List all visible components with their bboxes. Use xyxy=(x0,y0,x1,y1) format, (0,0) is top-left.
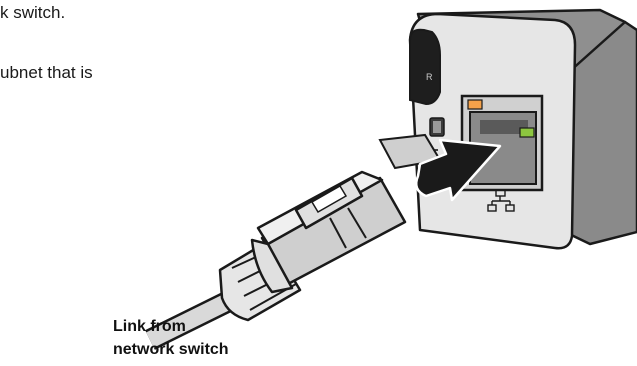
insert-arrow-icon xyxy=(415,138,502,202)
body-text-line-1: k switch. xyxy=(0,3,66,22)
rj45-connector xyxy=(250,170,407,294)
device-recess-mark: R xyxy=(426,72,433,82)
caption-line-2: network switch xyxy=(113,341,229,358)
port-contacts xyxy=(480,120,528,134)
cable-fill xyxy=(146,290,239,348)
device-recess xyxy=(409,28,441,106)
led-amber xyxy=(467,99,483,110)
body-text-line-2: ubnet that is xyxy=(0,63,93,82)
network-icon xyxy=(487,189,515,212)
caption: Link from network switch xyxy=(113,315,229,361)
usb-port-inner xyxy=(433,121,441,133)
caption-line-1: Link from xyxy=(113,318,186,335)
device: R xyxy=(378,8,637,250)
led-green xyxy=(519,127,535,138)
